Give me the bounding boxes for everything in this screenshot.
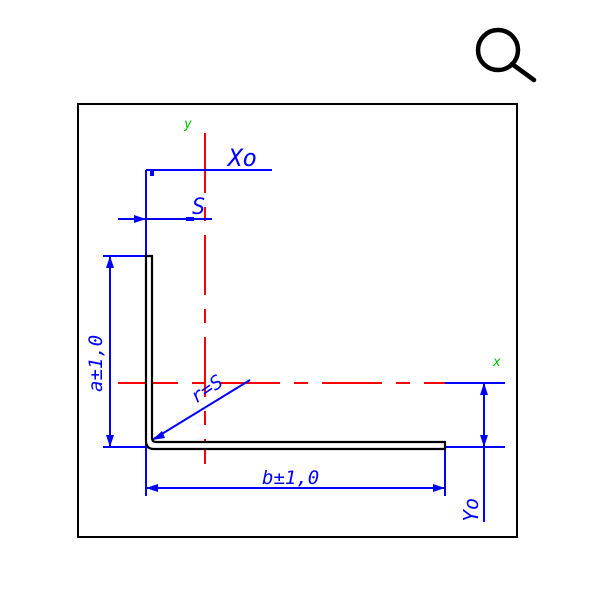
- angle-profile: [144, 254, 447, 451]
- xo-label: Xo: [226, 144, 257, 172]
- centerlines: [118, 133, 445, 464]
- s-label: S: [192, 195, 205, 220]
- r-label: r=S: [186, 371, 227, 408]
- drawing-frame: [77, 103, 518, 538]
- yo-label: Yo: [459, 498, 483, 522]
- zoom-button[interactable]: [468, 22, 540, 86]
- arrowheads: [106, 170, 488, 492]
- axis-x-label: x: [492, 355, 501, 370]
- magnifier-icon: [475, 27, 537, 83]
- a-label: a±1,0: [85, 335, 107, 392]
- axis-y-label: y: [183, 117, 192, 132]
- b-label: b±1,0: [262, 467, 319, 489]
